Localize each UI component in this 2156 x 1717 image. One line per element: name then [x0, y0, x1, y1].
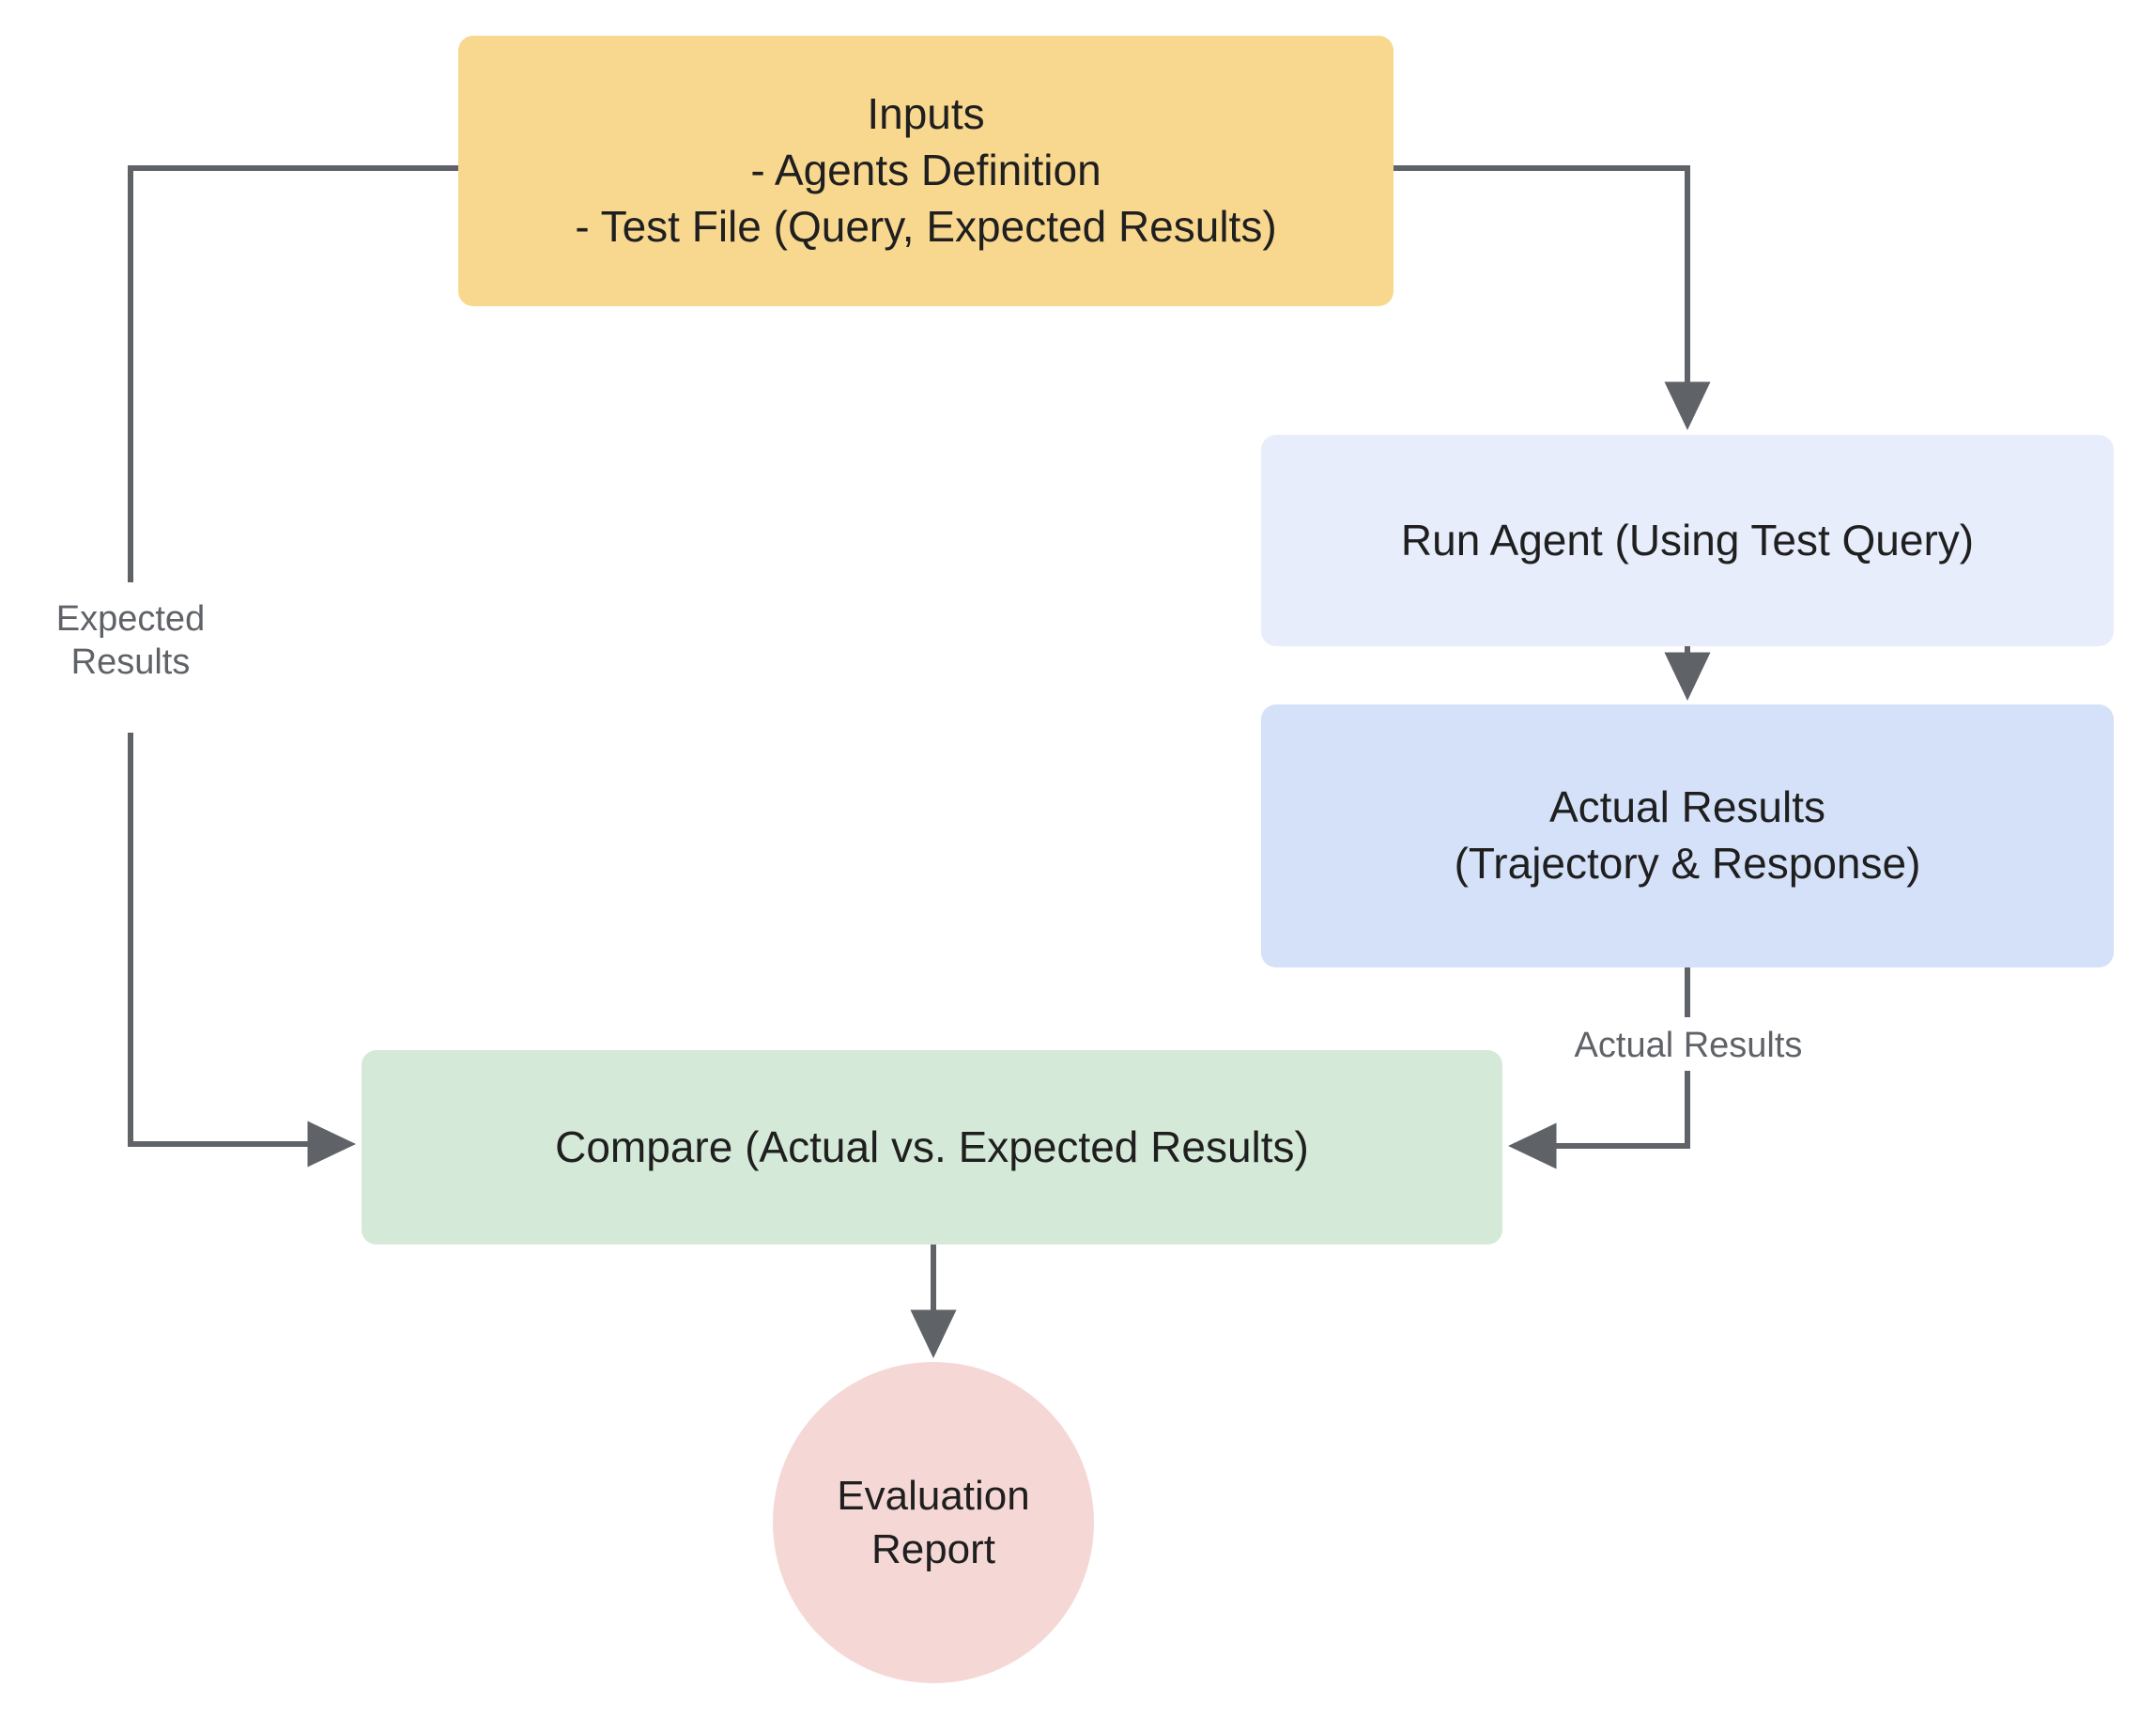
node-evaluation-report[interactable]: Evaluation Report: [773, 1362, 1094, 1683]
node-inputs[interactable]: Inputs - Agents Definition - Test File (…: [458, 36, 1394, 306]
node-evaluation-report-label: Evaluation Report: [837, 1472, 1030, 1572]
node-run-agent[interactable]: Run Agent (Using Test Query): [1261, 435, 2114, 646]
node-run-agent-label: Run Agent (Using Test Query): [1400, 515, 1975, 565]
edge-inputs-to-compare: [128, 165, 458, 1144]
node-compare-label: Compare (Actual vs. Expected Results): [555, 1121, 1309, 1171]
edge-inputs-to-run-agent: [1394, 165, 1711, 431]
node-inputs-label: Inputs - Agents Definition - Test File (…: [575, 89, 1277, 251]
edge-label-expected-results: Expected Results: [8, 597, 254, 685]
node-compare[interactable]: Compare (Actual vs. Expected Results): [362, 1050, 1502, 1245]
edge-label-actual-results: Actual Results: [1531, 1020, 1846, 1072]
edge-actual-results-to-compare: [1514, 967, 1690, 1146]
node-actual-results-label: Actual Results (Trajectory & Response): [1454, 782, 1921, 888]
node-actual-results[interactable]: Actual Results (Trajectory & Response): [1261, 704, 2114, 967]
